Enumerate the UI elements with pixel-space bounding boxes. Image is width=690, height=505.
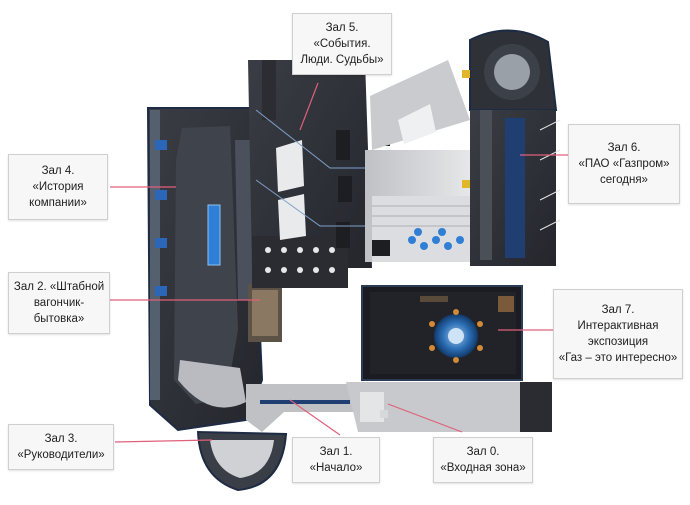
label-hall-3-line-1: Зал 3. — [44, 433, 78, 445]
label-hall-1: Зал 1. «Начало» — [292, 437, 380, 483]
label-hall-6: Зал 6. «ПАО «Газпром» сегодня» — [568, 124, 680, 204]
leader-hall-0 — [387, 403, 463, 433]
label-hall-6-line-1: Зал 6. — [607, 142, 641, 154]
building-outline — [146, 29, 561, 492]
leader-lines — [110, 82, 568, 443]
label-hall-4-line-2: «История — [32, 181, 84, 193]
leader-hall-1 — [289, 399, 341, 436]
label-hall-0-line-1: Зал 0. — [466, 446, 500, 458]
leader-hall-3 — [114, 439, 213, 443]
label-hall-2: Зал 2. «Штабной вагончик- бытовка» — [8, 272, 110, 334]
label-hall-1-line-2: «Начало» — [309, 462, 363, 474]
label-hall-1-line-1: Зал 1. — [319, 446, 353, 458]
label-hall-4: Зал 4. «История компании» — [8, 154, 108, 220]
label-hall-3-line-2: «Руководители» — [17, 449, 105, 461]
label-hall-2-line-1: Зал 2. «Штабной — [13, 281, 105, 293]
label-hall-5-line-1: Зал 5. — [325, 22, 359, 34]
leader-hall-5 — [299, 82, 319, 131]
label-hall-6-line-3: сегодня» — [600, 174, 648, 186]
label-hall-7-line-4: «Газ – это интересно» — [558, 352, 678, 364]
label-hall-7-line-2: Интерактивная — [577, 320, 659, 332]
label-hall-2-line-3: бытовка» — [33, 313, 85, 325]
label-hall-7-line-1: Зал 7. — [601, 304, 635, 316]
label-hall-6-line-2: «ПАО «Газпром» — [578, 158, 670, 170]
label-hall-5-line-2: «События. — [313, 38, 371, 50]
label-hall-0: Зал 0. «Входная зона» — [433, 437, 533, 483]
label-hall-0-line-2: «Входная зона» — [440, 462, 526, 474]
label-hall-7: Зал 7. Интерактивная экспозиция «Газ – э… — [553, 289, 683, 379]
label-hall-5-line-3: Люди. Судьбы» — [300, 54, 384, 66]
label-hall-7-line-3: экспозиция — [587, 336, 649, 348]
label-hall-4-line-1: Зал 4. — [41, 165, 75, 177]
label-hall-5: Зал 5. «События. Люди. Судьбы» — [292, 13, 392, 75]
label-hall-4-line-3: компании» — [29, 197, 87, 209]
label-hall-3: Зал 3. «Руководители» — [8, 424, 114, 470]
label-hall-2-line-2: вагончик- — [33, 297, 85, 309]
